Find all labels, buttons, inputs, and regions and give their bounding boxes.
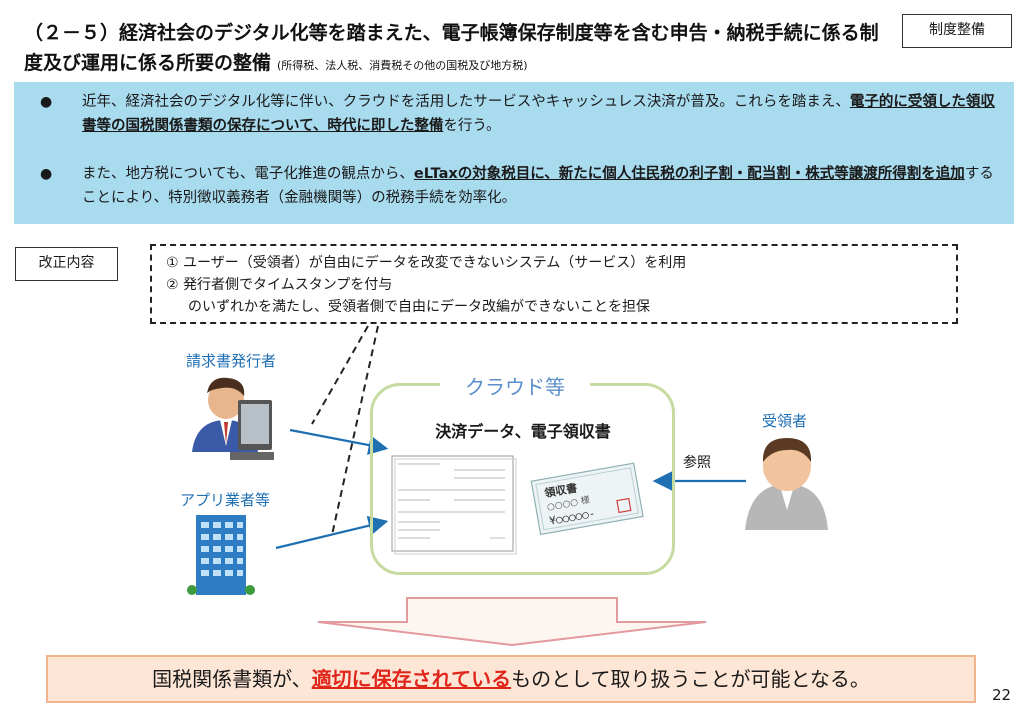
page-number: 22 [992,686,1012,704]
bullet-dot-icon: ● [40,94,53,110]
receipt-card-title: 領収書 [542,481,578,501]
summary-emphasis-2: eLTaxの対象税目に、新たに個人住民税の利子割・配当割・株式等譲渡所得割を追加 [413,166,965,182]
recipient-label: 受領者 [762,412,808,430]
summary-bullet-2: ● また、地方税についても、電子化推進の観点から、eLTaxの対象税目に、新たに… [40,162,1000,210]
receipt-card-icon: 領収書 ○○○○ 様 ¥○○○○○- [530,462,644,536]
cloud-title: クラウド等 [440,371,590,400]
office-building-icon [187,515,255,595]
summary-emphasis-1: 電子的に受領した領収書等の国税関係書類の保存について、時代に即した整備 [82,94,995,134]
cloud-subtitle: 決済データ、電子領収書 [435,422,611,441]
recipient-person-icon [745,438,828,530]
issuer-label: 請求書発行者 [186,352,277,370]
result-box: 国税関係書類が、適切に保存されているものとして取り扱うことが可能となる。 [46,655,976,703]
computer-monitor-icon [230,400,274,460]
condition-1: ① ユーザー（受領者）が自由にデータを改変できないシステム（サービス）を利用 [166,255,687,271]
category-tag: 制度整備 [902,14,1012,48]
summary-panel: ● 近年、経済社会のデジタル化等に伴い、クラウドを活用したサービスやキャッシュレ… [14,82,1014,224]
page-title-note: (所得税、法人税、消費税その他の国税及び地方税) [277,59,528,72]
revision-conditions: ① ユーザー（受領者）が自由にデータを改変できないシステム（サービス）を利用 ②… [150,244,958,324]
e-invoice-document-icon [391,455,517,555]
page-title: （２－５）経済社会のデジタル化等を踏まえた、電子帳簿保存制度等を含む申告・納税手… [24,22,879,74]
bullet-dot-icon: ● [40,166,53,182]
revision-label: 改正内容 [15,247,118,281]
summary-bullet-1: ● 近年、経済社会のデジタル化等に伴い、クラウドを活用したサービスやキャッシュレ… [40,90,1000,138]
refer-label: 参照 [683,455,711,471]
condition-2: ② 発行者側でタイムスタンプを付与 [166,277,393,293]
condition-summary: のいずれかを満たし、受領者側で自由にデータ改編ができないことを担保 [188,299,650,315]
result-down-arrow [317,597,707,647]
result-highlight: 適切に保存されている [311,667,512,691]
cloud-container [370,383,675,575]
app-provider-label: アプリ業者等 [180,491,271,509]
